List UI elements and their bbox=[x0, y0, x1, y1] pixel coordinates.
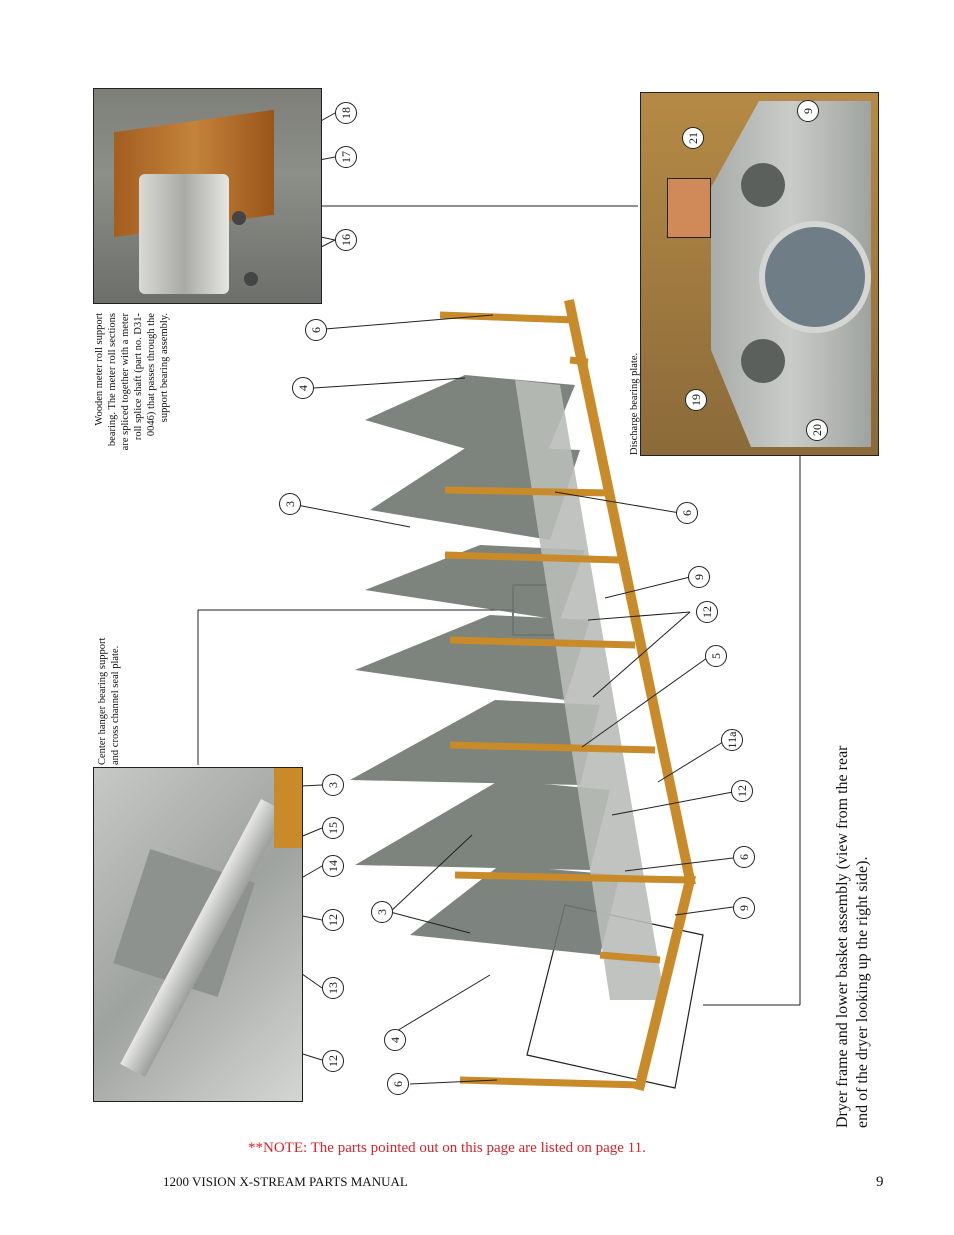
callout-14: 14 bbox=[322, 855, 344, 877]
parts-note: **NOTE: The parts pointed out on this pa… bbox=[248, 1140, 646, 1156]
meter-roll-shaft bbox=[139, 174, 229, 294]
footer-manual-title: 1200 VISION X-STREAM PARTS MANUAL bbox=[163, 1174, 408, 1189]
wooden-caption-line-1: Wooden meter roll support bbox=[94, 313, 105, 426]
center-hanger-photo bbox=[93, 767, 303, 1102]
wooden-support-caption: Wooden meter roll support bearing. The m… bbox=[93, 313, 171, 455]
callout-9-low: 9 bbox=[733, 897, 755, 919]
center-caption-line-2: and cross channel seal plate. bbox=[110, 645, 121, 765]
callout-11a: 11a bbox=[721, 729, 743, 751]
callout-6-low: 6 bbox=[733, 846, 755, 868]
callout-9-right: 9 bbox=[797, 100, 819, 122]
center-caption-line-1: Center hanger bearing support bbox=[97, 637, 108, 765]
footer-page-number: 9 bbox=[876, 1174, 884, 1190]
callout-19: 19 bbox=[685, 389, 707, 411]
callout-3-left: 3 bbox=[322, 774, 344, 796]
callout-12-low: 12 bbox=[731, 780, 753, 802]
callout-6-bottom: 6 bbox=[387, 1073, 409, 1095]
callout-5: 5 bbox=[705, 645, 727, 667]
callout-16: 16 bbox=[335, 229, 357, 251]
callout-9-mid: 9 bbox=[688, 566, 710, 588]
discharge-plate-photo bbox=[640, 92, 879, 456]
callout-3-upper: 3 bbox=[279, 493, 301, 515]
callout-18: 18 bbox=[335, 102, 357, 124]
callout-6-top: 6 bbox=[305, 319, 327, 341]
wooden-caption-line-6: support bearing assembly. bbox=[159, 313, 170, 423]
bearing-top bbox=[741, 163, 785, 207]
discharge-caption: Discharge bearing plate. bbox=[628, 353, 641, 455]
bolt-head-1 bbox=[232, 211, 246, 225]
callout-15: 15 bbox=[322, 817, 344, 839]
callout-4-top: 4 bbox=[292, 377, 314, 399]
main-caption-line-1: Dryer frame and lower basket assembly (v… bbox=[834, 745, 851, 1128]
wooden-support-photo bbox=[93, 88, 322, 304]
splice-highlight-box bbox=[667, 178, 711, 238]
bolt-head-2 bbox=[244, 272, 258, 286]
callout-12-bottom: 12 bbox=[322, 1050, 344, 1072]
callout-21: 21 bbox=[682, 127, 704, 149]
callout-3-lower: 3 bbox=[371, 901, 393, 923]
wooden-caption-line-2: bearing. The meter roll sections bbox=[107, 313, 118, 447]
wooden-caption-line-3: are spliced together with a meter bbox=[120, 313, 131, 451]
discharge-opening bbox=[759, 221, 871, 333]
callout-12-left: 12 bbox=[322, 909, 344, 931]
callout-6-mid-upper: 6 bbox=[676, 502, 698, 524]
wooden-caption-line-4: roll splice shaft (part no. D31- bbox=[133, 313, 144, 441]
center-hanger-caption: Center hanger bearing support and cross … bbox=[96, 638, 122, 765]
main-caption-line-2: end of the dryer looking up the right si… bbox=[854, 856, 871, 1129]
callout-13: 13 bbox=[322, 977, 344, 999]
main-figure-caption: Dryer frame and lower basket assembly (v… bbox=[833, 745, 873, 1128]
callout-4-bottom: 4 bbox=[384, 1029, 406, 1051]
discharge-caption-line: Discharge bearing plate. bbox=[629, 352, 640, 455]
callout-12-mid: 12 bbox=[696, 601, 718, 623]
wooden-caption-line-5: 0046) that passes through the bbox=[146, 313, 157, 437]
bearing-bottom bbox=[741, 339, 785, 383]
orange-edge bbox=[274, 768, 302, 848]
callout-17: 17 bbox=[335, 146, 357, 168]
callout-20: 20 bbox=[806, 419, 828, 441]
